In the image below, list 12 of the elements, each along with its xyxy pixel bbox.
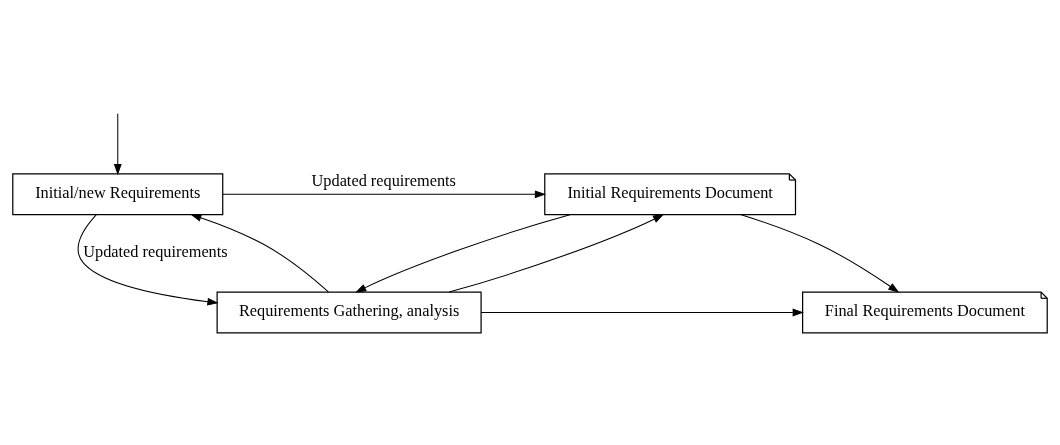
node-box: Initial/new Requirements [12,172,224,215]
arrow [448,213,665,293]
arrow [113,112,122,175]
arrow [77,213,219,306]
arrow [355,213,571,293]
arrow [222,189,547,198]
arrow [740,213,900,293]
arrow [190,213,329,292]
edge-label: Updated requirements [311,170,456,190]
edge-label: Updated requirements [83,241,228,261]
node-box: Requirements Gathering, analysis [216,291,482,334]
arrow [480,308,804,316]
